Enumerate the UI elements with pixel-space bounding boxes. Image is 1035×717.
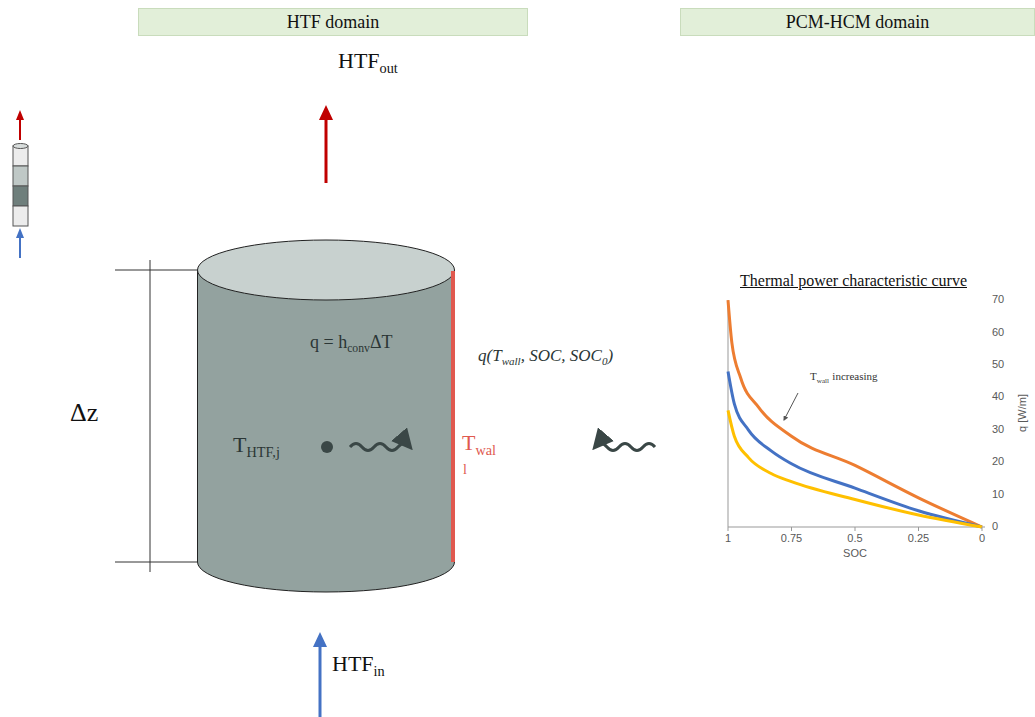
inlet-label: HTFin	[332, 651, 385, 680]
axis-title: SOC	[843, 547, 867, 559]
axis-tick: 60	[992, 326, 1004, 338]
dimension-lines	[115, 260, 197, 572]
label-text: , SOC, SOC	[521, 346, 602, 365]
power-curve	[728, 410, 982, 527]
axis-tick: 10	[992, 488, 1004, 500]
label-text: l	[463, 462, 467, 477]
domain-band: HTF domain	[138, 8, 528, 36]
subscript: wall	[817, 377, 829, 385]
characteristic-chart	[728, 300, 985, 531]
formula-text: T	[233, 432, 246, 457]
label-text: T	[462, 430, 475, 455]
convection-formula: q = hconvΔT	[310, 332, 392, 355]
htf-cylinder: q = hconvΔT THTF,j	[197, 240, 455, 592]
axis-tick: 0.75	[781, 532, 802, 544]
power-curve	[728, 371, 982, 527]
label-text: increasing	[832, 370, 877, 382]
label-text: q(T	[478, 346, 502, 365]
subscript: out	[380, 60, 398, 76]
formula-text: q = h	[310, 332, 347, 352]
trend-annotation: Twallincreasing	[810, 370, 878, 385]
subscript: wal	[475, 442, 496, 458]
label-text: HTF	[332, 651, 374, 676]
axis-tick: 0	[992, 520, 998, 532]
formula-text: ΔT	[370, 332, 393, 352]
subscript: HTF,j	[246, 444, 279, 460]
outlet-arrow	[319, 105, 333, 183]
dimension-label: Δz	[70, 398, 98, 428]
label-text: Δz	[70, 398, 98, 427]
domain-band: PCM-HCM domain	[680, 8, 1035, 36]
subscript: wall	[502, 355, 521, 367]
axis-tick: 40	[992, 390, 1004, 402]
domain-title: HTF domain	[287, 12, 380, 33]
chart-title: Thermal power characteristic curve	[740, 272, 967, 290]
axis-tick: 50	[992, 358, 1004, 370]
axis-tick: 20	[992, 455, 1004, 467]
wall-temperature: Twal	[462, 430, 496, 459]
inlet-arrow	[313, 632, 327, 717]
htf-temperature: THTF,j	[233, 432, 280, 461]
axis-tick: 0	[979, 532, 985, 544]
domain-title: PCM-HCM domain	[786, 12, 930, 33]
heat-flow-arrow	[595, 444, 655, 451]
label-text: HTF	[338, 48, 380, 73]
outlet-label: HTFout	[338, 48, 398, 77]
axis-tick: 1	[725, 532, 731, 544]
subscript: 0	[602, 355, 608, 367]
subscript: conv	[347, 342, 370, 355]
segment-icon	[13, 110, 28, 258]
cylinder-shape	[197, 240, 517, 592]
label-text: )	[607, 346, 613, 365]
wall-temperature: l	[463, 462, 467, 478]
label-text: Thermal power characteristic curve	[740, 272, 967, 289]
power-curve	[728, 300, 982, 527]
label-text: T	[810, 370, 817, 382]
axis-tick: 30	[992, 423, 1004, 435]
axis-tick: 0.5	[847, 532, 862, 544]
power-function: q(Twall, SOC, SOC0)	[478, 346, 613, 367]
axis-title: q [W/m]	[1016, 394, 1028, 432]
axis-tick: 0.25	[908, 532, 929, 544]
axis-tick: 70	[992, 293, 1004, 305]
subscript: in	[374, 663, 385, 679]
